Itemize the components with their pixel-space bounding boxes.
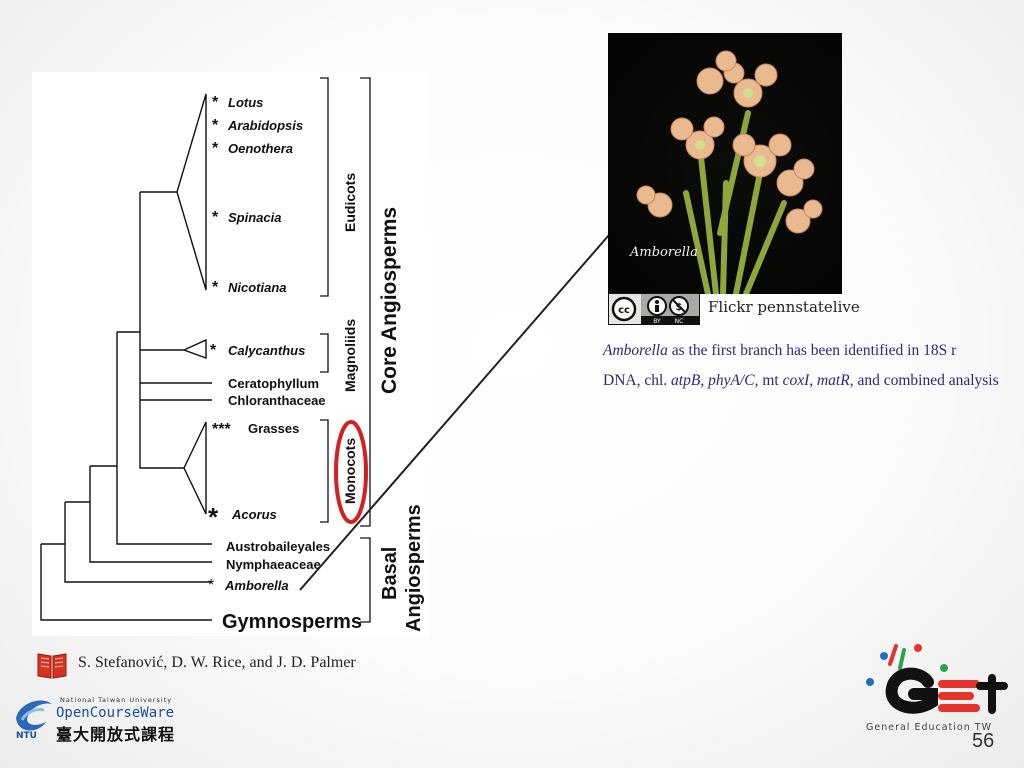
svg-text:NTU: NTU xyxy=(16,731,37,740)
taxon-grasses: Grasses xyxy=(248,421,299,436)
by-text: BY xyxy=(653,318,661,324)
svg-text:$: $ xyxy=(676,302,683,313)
photo-caption: Amborella xyxy=(630,245,698,260)
tree-labels: * Lotus * Arabidopsis * Oenothera * Spin… xyxy=(208,94,362,633)
book-icon xyxy=(37,653,67,679)
ocw-name: OpenCourseWare xyxy=(56,705,175,721)
taxon-spinacia: Spinacia xyxy=(228,210,281,225)
photo-credit: Flickr pennstatelive xyxy=(708,298,860,316)
nc-text: NC xyxy=(675,318,684,324)
tree-branches xyxy=(40,93,212,621)
cc-icon xyxy=(611,296,637,322)
taxon-calycanthus: Calycanthus xyxy=(228,343,305,358)
star-calycanthus: * xyxy=(210,342,217,359)
taxon-ceratophyllum: Ceratophyllum xyxy=(228,376,319,391)
ocw-chinese-name: 臺大開放式課程 xyxy=(56,725,176,744)
description-text: Amborella as the first branch has been i… xyxy=(603,342,999,389)
tree-diagram: * Lotus * Arabidopsis * Oenothera * Spin… xyxy=(40,77,425,633)
star-grasses: *** xyxy=(212,421,231,438)
page-number: 56 xyxy=(972,730,995,752)
cc-license-badge[interactable]: cc $ BY NC xyxy=(608,293,700,325)
taxon-oenothera: Oenothera xyxy=(228,141,293,156)
taxon-lotus: Lotus xyxy=(228,95,263,110)
desc-amborella: Amborella xyxy=(603,342,668,359)
star-acorus: * xyxy=(208,502,219,532)
amborella-photo: Amborella xyxy=(608,33,842,294)
ocw-university-name: National Taiwan University xyxy=(60,696,173,704)
taxon-nicotiana: Nicotiana xyxy=(228,280,287,295)
group-monocots: Monocots xyxy=(342,438,358,504)
star-amborella: * xyxy=(208,577,214,594)
star-spinacia: * xyxy=(212,209,219,226)
group-eudicots: Eudicots xyxy=(342,173,358,232)
taxon-austrobaileyales: Austrobaileyales xyxy=(226,539,330,554)
star-oenothera: * xyxy=(212,140,219,157)
phylogenetic-tree: * Lotus * Arabidopsis * Oenothera * Spin… xyxy=(32,72,431,636)
taxon-chloranthaceae: Chloranthaceae xyxy=(228,393,326,408)
taxon-acorus: Acorus xyxy=(231,507,277,522)
group-basal-line1: Basal xyxy=(379,547,401,600)
taxon-amborella: Amborella xyxy=(224,578,289,593)
group-basal-line2: Angiosperms xyxy=(403,504,425,632)
star-lotus: * xyxy=(212,94,219,111)
get-tagline: General Education TW xyxy=(866,722,992,733)
cc-text: cc xyxy=(618,305,630,316)
taxon-nymphaeaceae: Nymphaeaceae xyxy=(226,557,321,572)
ntu-ocw-logo-icon: NTU xyxy=(16,700,52,740)
citation: S. Stefanović, D. W. Rice, and J. D. Pal… xyxy=(78,654,356,671)
group-labels: Eudicots Magnoliids Monocots Core Angios… xyxy=(342,173,425,632)
taxon-gymnosperms: Gymnosperms xyxy=(222,611,362,633)
taxon-arabidopsis: Arabidopsis xyxy=(227,118,303,133)
star-nicotiana: * xyxy=(212,279,219,296)
group-magnoliids: Magnoliids xyxy=(342,319,358,392)
group-core-angiosperms: Core Angiosperms xyxy=(378,207,401,394)
get-logo-icon xyxy=(866,644,1008,714)
star-arabidopsis: * xyxy=(212,117,219,134)
flower-illustration xyxy=(636,50,823,294)
